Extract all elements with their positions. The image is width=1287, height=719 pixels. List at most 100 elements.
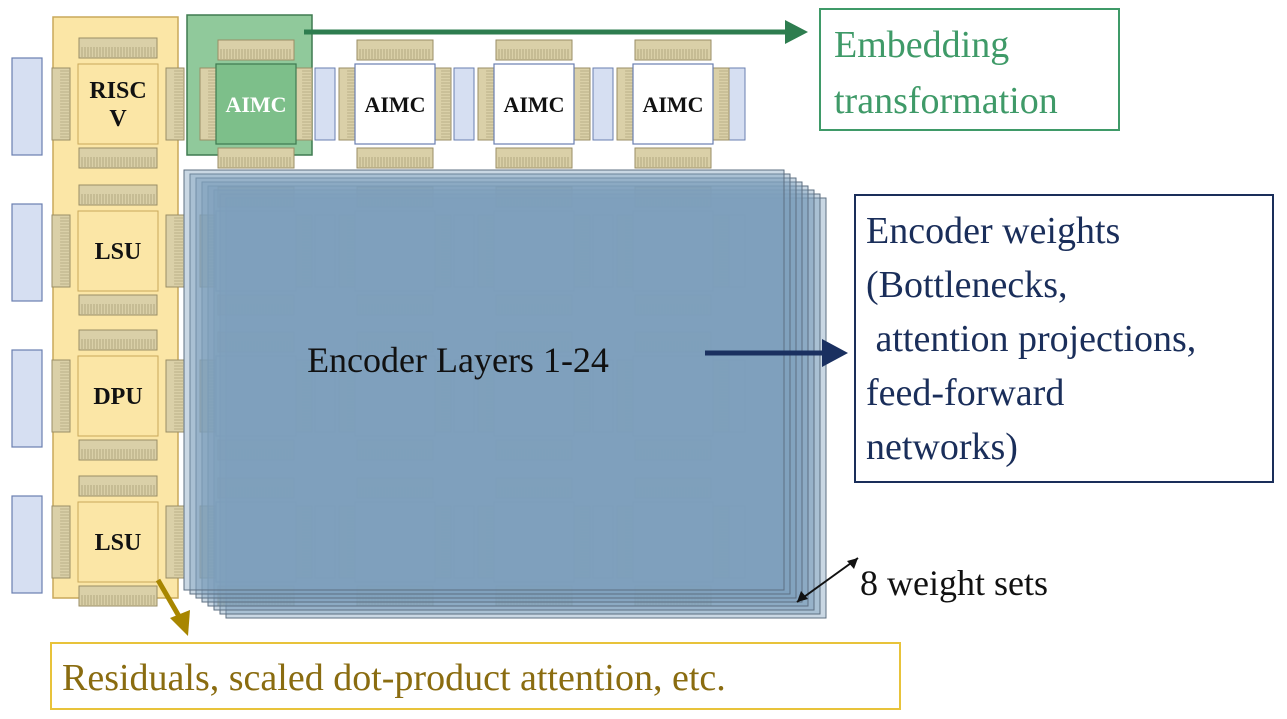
weight-set-layer [207,185,809,607]
tile-pad-top [356,331,434,353]
tile-pad-right [571,67,591,141]
pad-ticks [625,70,634,138]
tile-pad-bottom [634,294,712,316]
pad-ticks [498,487,569,497]
pad-ticks [637,49,708,59]
pad-ticks [208,362,217,430]
pad-ticks [81,157,155,167]
pad-ticks [580,508,589,576]
control-pad-top [78,184,158,206]
pad-ticks [498,157,569,167]
tile-label: AIMC [225,92,286,117]
stack-label: Encoder Layers 1-24 [307,340,609,380]
tile-io-pad [453,359,475,433]
tile-pad-left [338,67,358,141]
tile-pad-top [217,477,295,499]
pad-ticks [637,449,708,459]
pad-ticks [441,70,450,138]
pad-ticks [359,341,430,351]
pad-ticks [486,508,495,576]
residual-arrow-head [170,610,190,636]
tile-pad-bottom [634,439,712,461]
aimc-tile-r2-c1: AIMC [338,331,452,461]
pad-ticks [220,196,291,206]
pad-ticks [81,449,155,459]
tile-io-pad [314,67,336,141]
tile-body [215,501,297,583]
tile-pad-bottom [634,147,712,169]
tile-io-pad [453,67,475,141]
aimc-tile-r2-c3: AIMC [616,331,730,461]
residual-box [50,642,901,710]
control-pad-left [51,505,71,579]
pad-ticks [719,217,728,285]
encoder-box-line: (Bottlenecks, [866,264,1068,306]
tile-pad-right [710,359,730,433]
pad-body [495,39,573,61]
tile-label: AIMC [642,530,703,555]
tile-pad-top [495,331,573,353]
control-pad-bottom [78,439,158,461]
pad-ticks [498,341,569,351]
pad-ticks [220,449,291,459]
pad-ticks [719,70,728,138]
pad-ticks [81,47,155,57]
control-block-label: LSU [95,530,142,556]
tile-body [632,501,714,583]
io-block [11,349,43,448]
tile-pad-left [616,359,636,433]
control-block-body [77,355,159,437]
tile-pad-right [710,67,730,141]
weight-sets-arrow-line [796,557,859,603]
control-block-label-line: RISC [89,78,146,104]
pad-ticks [637,341,708,351]
aimc-tile-r1-c2: AIMC [477,186,591,316]
io-block [11,57,43,156]
tile-body [215,355,297,437]
tile-body [354,501,436,583]
tile-pad-top [217,331,295,353]
io-block [11,495,43,594]
control-block-lsu-bottom: LSU [51,475,185,607]
tile-label: AIMC [364,92,425,117]
weight-set-layer [183,169,785,591]
pad-ticks [441,362,450,430]
pad-body [217,147,295,169]
pad-body [217,39,295,61]
pad-ticks [719,508,728,576]
control-pad-bottom [78,585,158,607]
pad-ticks [220,487,291,497]
tile-body [632,210,714,292]
control-pad-right [165,359,185,433]
pad-ticks [486,70,495,138]
pad-ticks [441,508,450,576]
pad-ticks [580,362,589,430]
tile-pad-bottom [217,147,295,169]
tile-body [632,63,714,145]
pad-ticks [81,339,155,349]
tile-label: AIMC [364,239,425,264]
pad-ticks [359,157,430,167]
control-pad-top [78,329,158,351]
tile-label: AIMC [225,239,286,264]
control-block-body [77,63,159,145]
tile-io-pad [592,359,614,433]
weight-set-layer [189,173,791,595]
tile-label: AIMC [225,530,286,555]
pad-ticks [302,362,311,430]
pad-ticks [220,304,291,314]
tile-label: AIMC [225,384,286,409]
control-block-label-line: LSU [95,530,142,556]
control-pad-bottom [78,147,158,169]
pad-body [356,39,434,61]
weight-set-layer [195,177,797,599]
tile-pad-bottom [356,294,434,316]
pad-ticks [220,157,291,167]
tile-pad-top [356,477,434,499]
pad-ticks [637,487,708,497]
weight-set-layer [213,189,815,611]
tile-pad-left [477,505,497,579]
embedding-box [819,8,1120,131]
pad-ticks [625,217,634,285]
aimc-tile-r0-c3: AIMC [616,39,730,169]
